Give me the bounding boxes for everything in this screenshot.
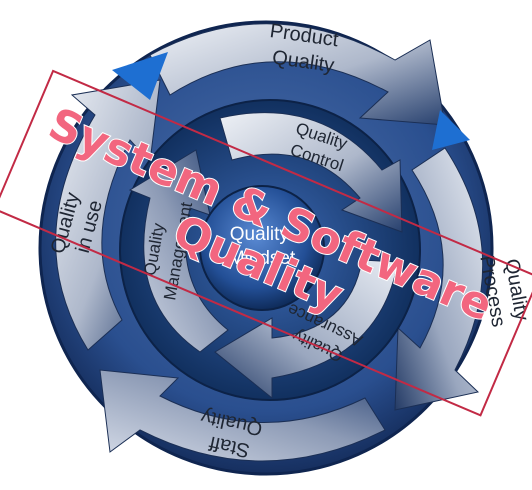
quality-management-arrow	[128, 149, 229, 353]
watermark-frame	[0, 69, 532, 417]
quality-in-use-arrow	[55, 79, 161, 351]
svg-text:Quality Mindset: Quality Mindset	[229, 224, 296, 269]
process-quality-arrow	[394, 147, 484, 411]
core-circle	[199, 185, 325, 311]
staff-quality-arrow	[99, 369, 386, 462]
blue-wedge-top-left	[112, 52, 168, 100]
quality-assurance-arrow	[214, 259, 399, 400]
quality-control-arrow	[219, 112, 403, 233]
center-label-line2: Mindset	[229, 248, 296, 269]
center-label-line1: Quality	[230, 224, 290, 245]
blue-wedge-right	[432, 110, 470, 150]
